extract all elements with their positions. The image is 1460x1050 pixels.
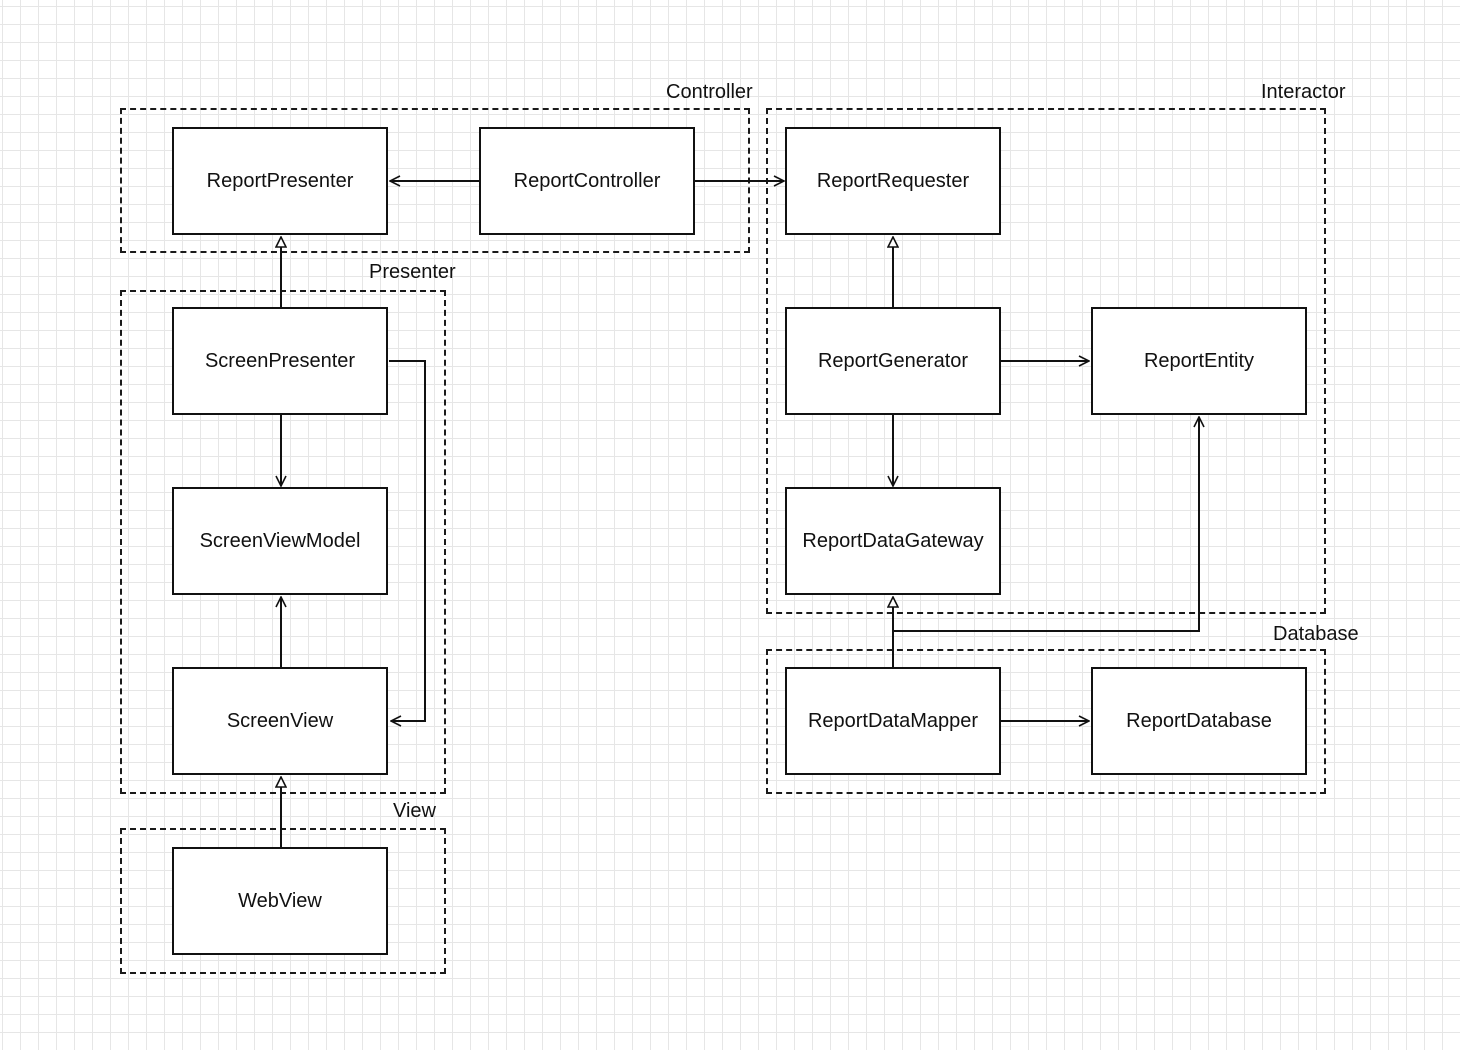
report-entity-node[interactable]: ReportEntity — [1091, 307, 1307, 415]
report-presenter-node[interactable]: ReportPresenter — [172, 127, 388, 235]
report-database-node[interactable]: ReportDatabase — [1091, 667, 1307, 775]
screen-view-node[interactable]: ScreenView — [172, 667, 388, 775]
report-generator-node[interactable]: ReportGenerator — [785, 307, 1001, 415]
view-group — [120, 828, 446, 974]
database-group-label: Database — [1273, 623, 1359, 645]
database-group — [766, 649, 1326, 794]
report-data-mapper-node[interactable]: ReportDataMapper — [785, 667, 1001, 775]
screen-presenter-node[interactable]: ScreenPresenter — [172, 307, 388, 415]
presenter-group — [120, 290, 446, 794]
report-data-gateway-node[interactable]: ReportDataGateway — [785, 487, 1001, 595]
screen-view-model-node[interactable]: ScreenViewModel — [172, 487, 388, 595]
view-group-label: View — [393, 800, 436, 822]
report-controller-node[interactable]: ReportController — [479, 127, 695, 235]
web-view-node[interactable]: WebView — [172, 847, 388, 955]
controller-group-label: Controller — [666, 81, 753, 103]
interactor-group-label: Interactor — [1261, 81, 1346, 103]
presenter-group-label: Presenter — [369, 261, 456, 283]
report-requester-node[interactable]: ReportRequester — [785, 127, 1001, 235]
